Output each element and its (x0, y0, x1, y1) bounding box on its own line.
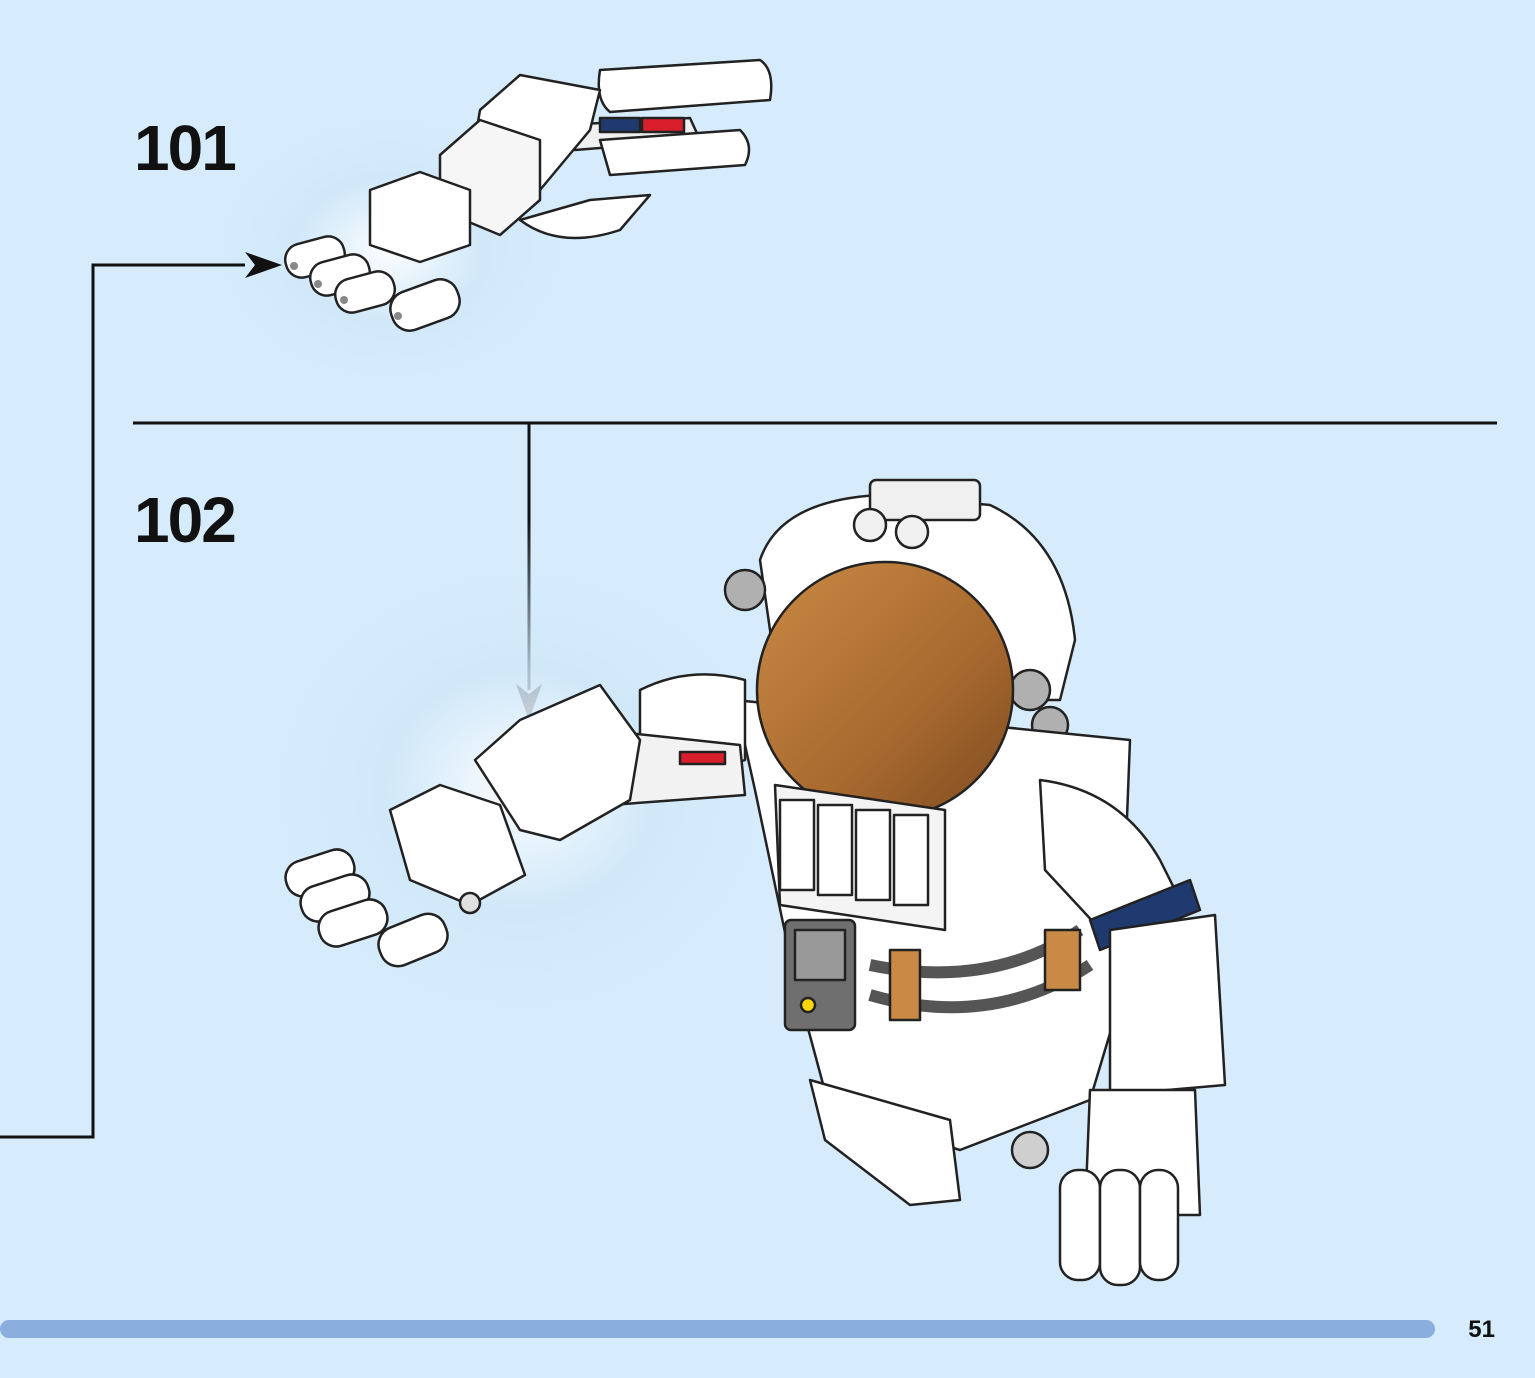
astronaut-figure (284, 478, 1227, 1287)
arm-subassembly (283, 58, 773, 332)
progress-bar (0, 1320, 1435, 1338)
step-number: 102 (134, 484, 237, 556)
page-number: 51 (1468, 1316, 1495, 1343)
step-number: 101 (134, 112, 237, 184)
